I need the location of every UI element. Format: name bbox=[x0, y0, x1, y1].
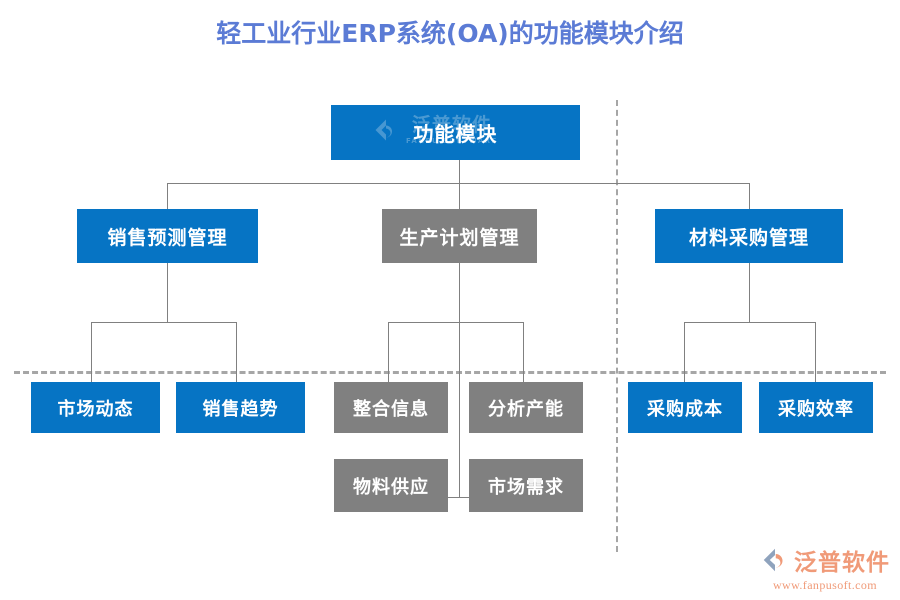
node-material-supply[interactable]: 物料供应 bbox=[334, 459, 448, 512]
node-production-plan[interactable]: 生产计划管理 bbox=[382, 209, 537, 263]
connector-production-bus bbox=[388, 322, 524, 323]
connector-production-spine bbox=[459, 322, 460, 497]
node-sales-trend[interactable]: 销售趋势 bbox=[176, 382, 305, 433]
connector-purchase-child-2 bbox=[815, 322, 816, 382]
brand-name: 泛普软件 bbox=[794, 550, 890, 576]
connector-to-purchase bbox=[749, 183, 750, 209]
horizontal-dashed-divider bbox=[14, 371, 886, 374]
node-material-purchase[interactable]: 材料采购管理 bbox=[655, 209, 843, 263]
node-root[interactable]: 泛普软件 FANPU SOFTWARE 功能模块 bbox=[331, 105, 580, 160]
brand-url: www.fanpusoft.com bbox=[772, 578, 877, 592]
connector-purchase-bus bbox=[684, 322, 815, 323]
node-sales-trend-label: 销售趋势 bbox=[202, 398, 279, 420]
vertical-dashed-divider bbox=[616, 100, 618, 552]
node-market-dynamics[interactable]: 市场动态 bbox=[31, 382, 160, 433]
connector-production-bus-lower bbox=[430, 497, 490, 498]
connector-to-production bbox=[459, 183, 460, 209]
node-integrate-info-label: 整合信息 bbox=[353, 398, 429, 420]
connector-level2-bus bbox=[167, 183, 750, 184]
connector-to-sales bbox=[167, 183, 168, 209]
node-purchase-efficiency[interactable]: 采购效率 bbox=[759, 382, 873, 433]
node-market-demand-label: 市场需求 bbox=[488, 476, 564, 498]
node-analyze-capacity-label: 分析产能 bbox=[488, 398, 564, 420]
node-analyze-capacity[interactable]: 分析产能 bbox=[469, 382, 583, 433]
node-purchase-cost-label: 采购成本 bbox=[647, 398, 723, 420]
node-market-dynamics-label: 市场动态 bbox=[57, 398, 134, 420]
connector-root-down bbox=[459, 160, 460, 183]
connector-production-child-2 bbox=[523, 322, 524, 382]
page-title: 轻工业行业ERP系统(OA)的功能模块介绍 bbox=[216, 19, 684, 48]
connector-sales-child-2 bbox=[236, 322, 237, 382]
node-material-purchase-label: 材料采购管理 bbox=[688, 226, 809, 249]
node-purchase-cost[interactable]: 采购成本 bbox=[628, 382, 742, 433]
brand-logo: 泛普软件 www.fanpusoft.com bbox=[760, 543, 890, 593]
connector-purchase-child-1 bbox=[684, 322, 685, 382]
node-integrate-info[interactable]: 整合信息 bbox=[334, 382, 448, 433]
fanpu-logo-icon bbox=[371, 115, 401, 145]
node-production-plan-label: 生产计划管理 bbox=[399, 226, 520, 249]
node-sales-forecast-label: 销售预测管理 bbox=[107, 226, 228, 249]
connector-sales-bus bbox=[91, 322, 237, 323]
connector-sales-down bbox=[167, 263, 168, 322]
node-material-supply-label: 物料供应 bbox=[353, 476, 429, 498]
node-market-demand[interactable]: 市场需求 bbox=[469, 459, 583, 512]
fanpu-brand-icon bbox=[760, 545, 790, 575]
node-sales-forecast[interactable]: 销售预测管理 bbox=[77, 209, 258, 263]
brand-logo-row: 泛普软件 bbox=[760, 543, 890, 577]
node-purchase-efficiency-label: 采购效率 bbox=[778, 398, 854, 420]
node-root-label: 功能模块 bbox=[413, 122, 498, 146]
connector-sales-child-1 bbox=[91, 322, 92, 382]
connector-purchase-down bbox=[749, 263, 750, 322]
connector-production-child-1 bbox=[388, 322, 389, 382]
connector-production-down bbox=[459, 263, 460, 322]
